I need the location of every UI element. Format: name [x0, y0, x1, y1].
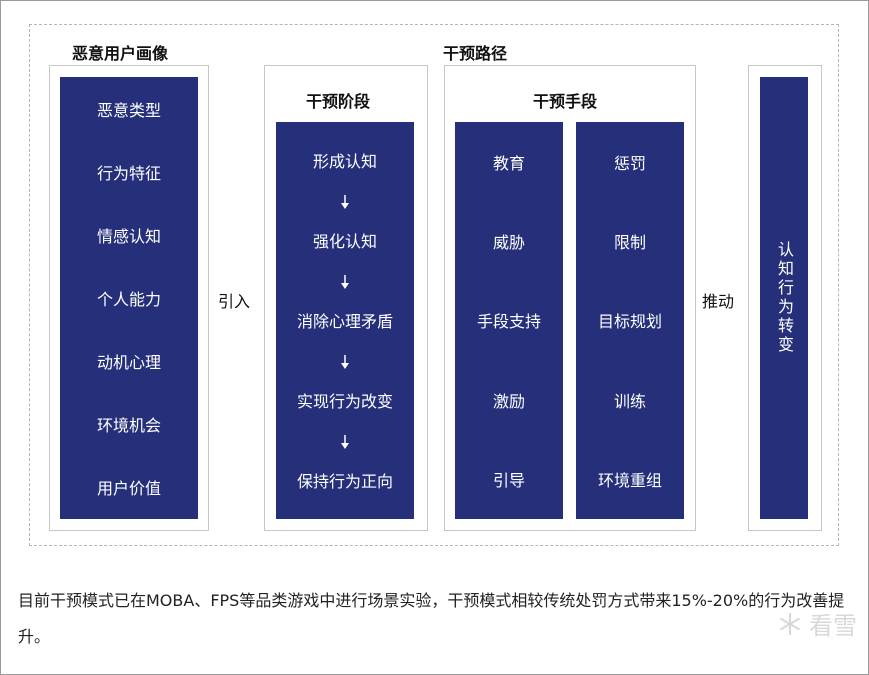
- portrait-item: 环境机会: [96, 416, 161, 436]
- portrait-item: 动机心理: [96, 353, 161, 373]
- means-item: 训练: [613, 391, 646, 411]
- stage-item: 形成认知: [312, 152, 377, 171]
- means-item: 环境重组: [597, 471, 662, 491]
- stage-item: 消除心理矛盾: [296, 312, 393, 331]
- stage-item: 强化认知: [312, 232, 377, 251]
- portrait-title: 恶意用户画像: [72, 44, 169, 63]
- portrait-column: 恶意类型 行为特征 情感认知 个人能力 动机心理 环境机会 用户价值: [60, 77, 198, 519]
- stage-item: 实现行为改变: [296, 392, 393, 411]
- down-arrow-icon: [340, 179, 350, 225]
- stages-title: 干预阶段: [306, 92, 371, 111]
- result-column: 认知行为转变: [760, 77, 808, 519]
- means-item: 手段支持: [476, 312, 541, 332]
- portrait-item: 用户价值: [96, 479, 161, 499]
- down-arrow-icon: [340, 259, 350, 305]
- means-column-1: 教育 威胁 手段支持 激励 引导: [455, 122, 563, 519]
- watermark: 看雪: [777, 606, 857, 641]
- watermark-text: 看雪: [809, 612, 857, 640]
- means-item: 引导: [492, 471, 525, 491]
- means-item: 激励: [492, 391, 525, 411]
- down-arrow-icon: [340, 419, 350, 465]
- portrait-item: 个人能力: [96, 289, 161, 309]
- stage-item: 保持行为正向: [296, 472, 393, 491]
- snowflake-icon: [779, 612, 801, 635]
- portrait-item: 行为特征: [96, 163, 161, 183]
- result-label: 认知行为转变: [775, 241, 794, 355]
- connector-push-label: 推动: [702, 292, 735, 311]
- dashed-boundary: [29, 24, 839, 546]
- connector-in-label: 引入: [218, 292, 251, 311]
- down-arrow-icon: [340, 339, 350, 385]
- means-item: 威胁: [492, 233, 525, 253]
- means-item: 惩罚: [613, 153, 646, 173]
- stages-column: 形成认知 强化认知 消除心理矛盾 实现行为改变 保持行为正向: [276, 122, 414, 519]
- means-item: 限制: [613, 233, 646, 253]
- means-item: 目标规划: [597, 312, 662, 332]
- path-title: 干预路径: [443, 44, 508, 63]
- portrait-item: 情感认知: [96, 226, 161, 246]
- portrait-item: 恶意类型: [96, 100, 161, 120]
- means-column-2: 惩罚 限制 目标规划 训练 环境重组: [576, 122, 684, 519]
- means-item: 教育: [492, 153, 525, 173]
- footnote: 目前干预模式已在MOBA、FPS等品类游戏中进行场景实验，干预模式相较传统处罚方…: [18, 591, 845, 646]
- means-title: 干预手段: [533, 92, 598, 111]
